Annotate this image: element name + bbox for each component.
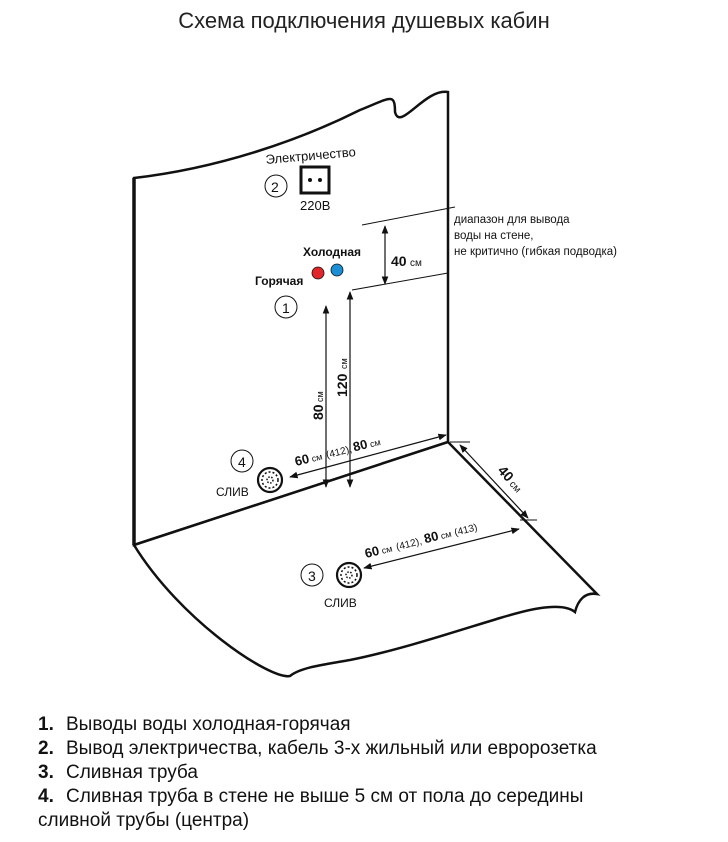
- svg-text:см: см: [381, 544, 394, 556]
- legend-item: 1.Выводы воды холодная-горячая: [38, 714, 351, 735]
- dim-80-unit: см: [315, 391, 325, 402]
- marker-1-number: 1: [282, 300, 290, 316]
- marker-2-number: 2: [271, 179, 279, 195]
- diagram-title: Схема подключения душевых кабин: [178, 8, 550, 33]
- floor-drain-icon: [335, 561, 363, 589]
- legend-item: 3.Сливная труба: [38, 762, 198, 783]
- hot-water-outlet-icon: [311, 266, 325, 280]
- marker-4-number: 4: [238, 454, 246, 470]
- svg-text:60: 60: [363, 543, 381, 561]
- legend-item-continuation: сливной трубы (центра): [38, 810, 250, 831]
- floor-dim-40-arrow: [459, 444, 529, 519]
- range-note-line-2: воды на стене,: [454, 230, 533, 242]
- range-note-line-3: не критично (гибкая подводка): [454, 246, 617, 258]
- dim-80-value: 80: [310, 404, 326, 420]
- wall-drain-icon: [256, 466, 284, 494]
- svg-text:80: 80: [422, 528, 440, 546]
- hot-label: Горячая: [255, 274, 303, 288]
- dim-120-unit: см: [339, 358, 349, 369]
- floor-drain-dim-label: 60 см (412), 80 см (413): [363, 522, 479, 561]
- power-socket-icon: [299, 165, 331, 195]
- marker-4-circle: [230, 449, 254, 473]
- svg-text:см: см: [311, 452, 324, 464]
- marker-3-circle: [300, 563, 324, 587]
- marker-3-number: 3: [308, 568, 316, 584]
- svg-text:60: 60: [293, 451, 311, 469]
- range-note-line-1: диапазон для вывода: [454, 214, 570, 226]
- dim-120-value: 120: [334, 373, 350, 397]
- marker-1-circle: [274, 295, 298, 319]
- voltage-label: 220В: [300, 198, 330, 213]
- legend-item: 4.Сливная труба в стене не выше 5 см от …: [38, 786, 584, 807]
- wall-drain-dim-arrow: [289, 433, 447, 479]
- wall-drain-label: СЛИВ: [216, 485, 249, 499]
- legend: 1.Выводы воды холодная-горячая 2.Вывод э…: [38, 713, 718, 833]
- dim-40-unit: см: [410, 258, 422, 269]
- svg-text:80: 80: [351, 436, 369, 454]
- svg-text:см: см: [369, 437, 382, 449]
- svg-text:(413): (413): [453, 522, 478, 538]
- legend-item: 2.Вывод электричества, кабель 3-х жильны…: [38, 738, 597, 759]
- marker-2-circle: [264, 174, 288, 198]
- wall-panel: [132, 90, 450, 547]
- dim-40-value: 40: [391, 253, 407, 269]
- svg-text:см: см: [507, 479, 523, 495]
- cold-label: Холодная: [303, 245, 361, 259]
- svg-text:см: см: [440, 529, 453, 541]
- floor-drain-dim-arrow: [363, 527, 520, 570]
- floor-drain-label: СЛИВ: [324, 596, 357, 610]
- floor-dim-40-label: 40 см: [495, 462, 523, 495]
- cold-water-outlet-icon: [330, 263, 344, 277]
